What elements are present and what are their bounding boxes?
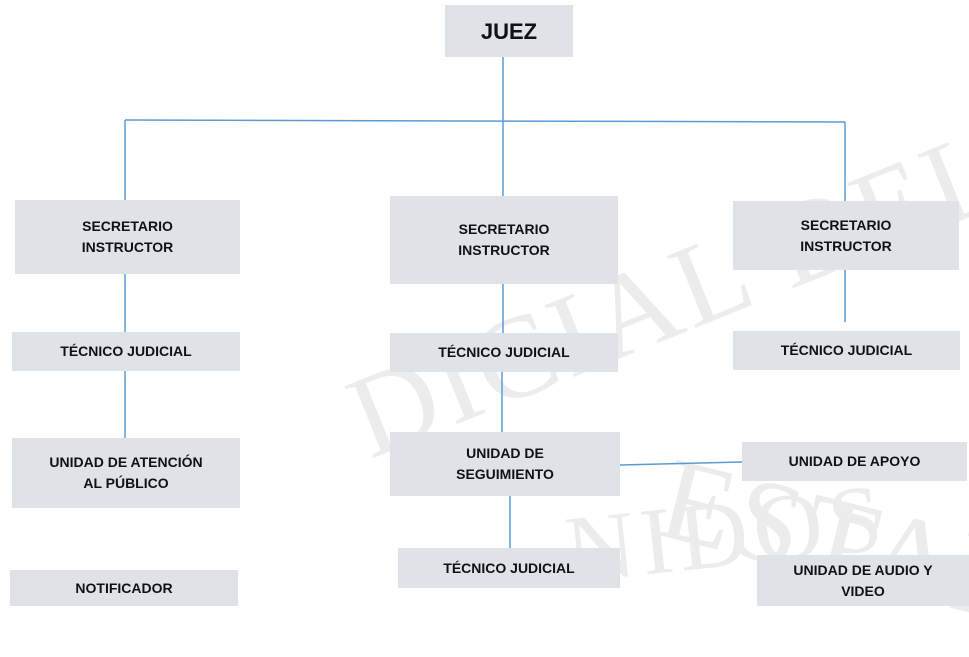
org-chart: DICIAL DEL ESTAD NIDOS JUEZ SECRETARIO I… <box>10 5 969 654</box>
connector-seguimiento-apoyo <box>619 461 743 466</box>
node-notificador: NOTIFICADOR <box>10 570 238 606</box>
node-unidad-atencion-publico: UNIDAD DE ATENCIÓN AL PÚBLICO <box>12 438 240 508</box>
node-unidad-seguimiento: UNIDAD DE SEGUIMIENTO <box>390 432 620 496</box>
node-secretario-instructor-2: SECRETARIO INSTRUCTOR <box>390 196 618 284</box>
node-tecnico-judicial-4: TÉCNICO JUDICIAL <box>398 548 620 588</box>
connector-lines <box>124 57 846 548</box>
node-tecnico-judicial-1: TÉCNICO JUDICIAL <box>12 332 240 371</box>
node-tecnico-judicial-2: TÉCNICO JUDICIAL <box>390 333 618 372</box>
node-juez: JUEZ <box>445 5 573 57</box>
node-unidad-apoyo: UNIDAD DE APOYO <box>742 442 967 481</box>
node-tecnico-judicial-3: TÉCNICO JUDICIAL <box>733 331 960 370</box>
node-unidad-audio-video: UNIDAD DE AUDIO Y VIDEO <box>757 555 969 606</box>
node-secretario-instructor-1: SECRETARIO INSTRUCTOR <box>15 200 240 274</box>
connector-top-bar <box>124 119 846 123</box>
node-secretario-instructor-3: SECRETARIO INSTRUCTOR <box>733 201 959 270</box>
